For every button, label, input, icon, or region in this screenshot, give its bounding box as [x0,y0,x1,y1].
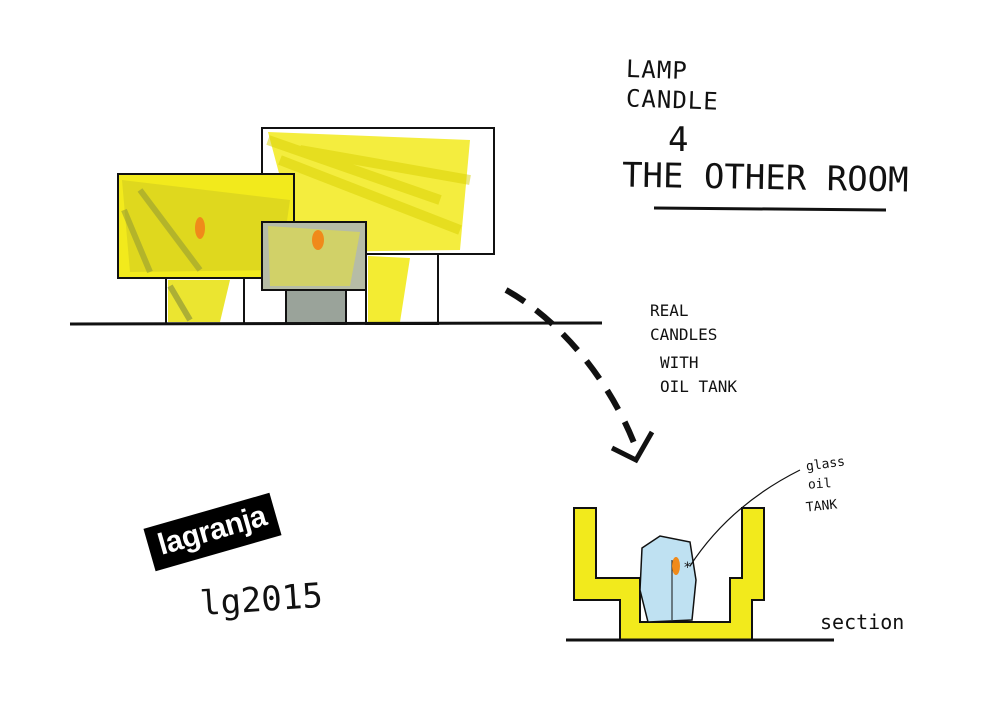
title-line-4: THE OTHER ROOM [621,155,909,201]
note-line-4: OIL TANK [660,377,738,396]
note-line-3: WITH [660,353,699,372]
section-drawing: * [566,469,834,642]
tank-label-line-2: oil [807,476,832,493]
title-underline [653,206,887,212]
title-line-2: CANDLE [625,84,720,116]
title-line-3: 4 [668,120,689,160]
lamps-elevation [69,127,603,326]
arrow-to-section [504,287,655,464]
svg-text:*: * [684,560,691,576]
lamp-small [261,221,367,325]
note-line-2: CANDLES [650,325,718,344]
section-label: section [820,610,905,634]
note-line-1: REAL [650,301,689,320]
signature: lg2015 [198,575,325,625]
title-line-1: LAMP [625,54,689,86]
